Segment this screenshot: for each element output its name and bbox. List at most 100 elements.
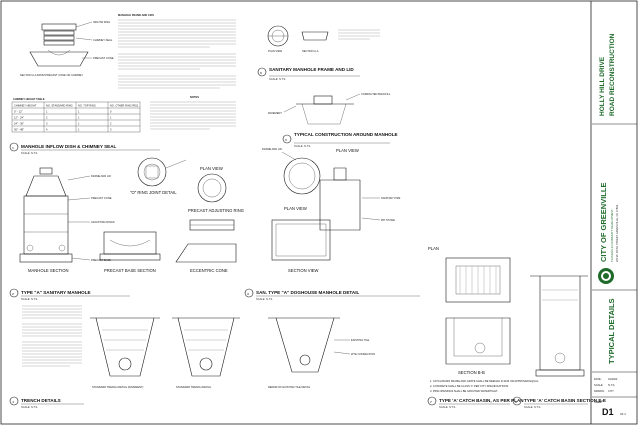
trench-pavement-label: STANDARD TRENCH DETAIL (PAVEMENT) — [92, 385, 144, 389]
detail-5-construction: PAVEMENT COMPACTED BACKFILL 5 TYPICAL CO… — [268, 92, 398, 148]
detail-7-heading: TYPE 'A' CATCH BASIN, AS PER PLAN — [439, 398, 524, 403]
notes-text-lines — [118, 19, 236, 89]
detail-4-trench: STANDARD TRENCH DETAIL (PAVEMENT) STANDA… — [9, 305, 375, 409]
trench-pavement-pipe — [118, 357, 132, 371]
svg-text:SANITARY PIPE: SANITARY PIPE — [381, 196, 401, 200]
repair-tile-label: REPAIR OF EXISTING TILE DETAIL — [268, 385, 311, 389]
svg-text:1: 1 — [12, 146, 14, 150]
detail-3-heading: SAN. TYPE "A" DOGHOUSE MANHOLE DETAIL — [256, 290, 359, 295]
sheet-label: SHEET — [594, 400, 603, 404]
detail-1-bubble — [9, 142, 19, 152]
detail-1-title: 1 MANHOLE INFLOW DISH & CHIMNEY SEAL SCA… — [9, 142, 160, 155]
detail-7-catch-basin: PLAN SECTION B-B 1. CATCH BASIN FRAME AN… — [427, 246, 539, 409]
title-fields: DATE: 01/2022 SCALE: N.T.S. DRAWN: CITY — [594, 377, 618, 393]
plan-view-a: PLAN VIEW — [200, 166, 223, 171]
trench-notes-lines — [22, 305, 82, 367]
section-bb-label: SECTION B-B — [458, 370, 485, 375]
svg-text:DRAWN:: DRAWN: — [594, 389, 605, 393]
detail-3-doghouse: PLAN VIEW SANITARY PIPE #57 STONE 3 SAN.… — [244, 148, 420, 301]
svg-text:36" - 48": 36" - 48" — [14, 128, 24, 132]
svg-text:DATE:: DATE: — [594, 377, 602, 381]
existing-tile-pipe — [299, 354, 311, 366]
svg-text:#57 STONE: #57 STONE — [381, 218, 395, 222]
svg-text:3: 3 — [46, 122, 48, 126]
cb-note-2: 2. CONCRETE SHALL BE CLASS 'C' PER CITY … — [430, 384, 509, 388]
trench-pavement-walls — [95, 317, 155, 377]
section-view-label: SECTION VIEW — [288, 268, 319, 273]
inflow-section-label: SECTION A-A FROM PRECAST CONE OR CHIMNEY — [20, 73, 83, 77]
city-address: 200 W. FIFTH STREET GREENVILLE, NC 27834 — [615, 204, 619, 262]
precast-ring-label: PRECAST ADJUSTING RING — [188, 208, 244, 213]
cb-plan-outer — [445, 257, 511, 303]
svg-text:SCALE: N.T.S.: SCALE: N.T.S. — [269, 77, 286, 81]
svg-text:PRECAST CONE: PRECAST CONE — [91, 196, 112, 200]
svg-text:4: 4 — [46, 128, 48, 132]
repair-trench-walls — [275, 317, 335, 373]
manhole-frame — [39, 167, 53, 175]
svg-text:ADJUSTING RINGS: ADJUSTING RINGS — [91, 220, 115, 224]
pipe-out — [58, 244, 66, 252]
cb-plan-label: PLAN — [428, 246, 439, 251]
svg-text:7: 7 — [430, 400, 432, 404]
sheet-total: OF 2 — [620, 412, 626, 416]
table-row: 24" - 36" 3 1 2 — [14, 122, 112, 126]
table-row: 0" - 12" 1 1 0 — [14, 110, 112, 114]
svg-text:2: 2 — [110, 122, 112, 126]
svg-text:1: 1 — [110, 116, 112, 120]
o-ring-label: "O" RING JOINT DETAIL — [130, 190, 177, 195]
callout-precast-cone: PRECAST CONE — [93, 56, 114, 60]
table-row: 36" - 48" 4 1 3 — [14, 128, 112, 132]
adjusting-ring-1 — [43, 30, 75, 36]
frame-plan-label: PLAN VIEW — [268, 49, 283, 53]
detail-8-catch-basin-section: 8 TYPE 'A' CATCH BASIN SECTION E-E SCALE… — [512, 275, 606, 409]
section-view-box — [271, 219, 331, 261]
table-row: 12" - 24" 2 1 1 — [14, 116, 112, 120]
detail-1-inflow-dish: INFLOW DISH CHIMNEY SEAL PRECAST CONE SE… — [20, 20, 114, 77]
o-ring-circle — [137, 157, 167, 187]
svg-text:1: 1 — [78, 122, 80, 126]
detail-4-heading: TRENCH DETAILS — [21, 398, 61, 403]
chimney-table-title: CHIMNEY HEIGHT TABLE — [13, 97, 45, 101]
trench-std-label: STANDARD TRENCH DETAIL — [176, 385, 212, 389]
svg-text:24" - 36": 24" - 36" — [14, 122, 24, 126]
svg-text:CHIMNEY HEIGHT: CHIMNEY HEIGHT — [14, 104, 37, 108]
svg-text:FRAME AND LID: FRAME AND LID — [91, 174, 111, 178]
pipe-in — [26, 244, 34, 252]
svg-text:0: 0 — [110, 110, 112, 114]
svg-text:4: 4 — [12, 400, 14, 404]
plan-view-b: PLAN VIEW — [284, 206, 307, 211]
eccentric-cone — [175, 243, 237, 263]
svg-text:5: 5 — [285, 138, 287, 142]
city-block: CITY OF GREENVILLE PLANNING & COMMUNITY … — [598, 183, 619, 284]
svg-text:N.T.S.: N.T.S. — [608, 383, 615, 387]
svg-text:0" - 12": 0" - 12" — [14, 110, 23, 114]
svg-text:1: 1 — [46, 110, 48, 114]
cb-note-1: 1. CATCH BASIN FRAME AND GRATE SHALL BE … — [430, 379, 539, 383]
svg-text:2: 2 — [46, 116, 48, 120]
cb-note-3: 3. PIPE OPENINGS SHALL BE GROUTED WATERT… — [430, 389, 498, 393]
city-name: CITY OF GREENVILLE — [599, 183, 608, 262]
sheet-number: D1 — [602, 407, 614, 417]
svg-text:NO. STANDARD RING: NO. STANDARD RING — [46, 104, 73, 108]
svg-text:NO. OTHER RING REQ.: NO. OTHER RING REQ. — [110, 104, 139, 108]
project-title: HOLLY HILL DRIVE ROAD RECONSTRUCTION — [599, 33, 616, 116]
svg-text:NO. TOP RING: NO. TOP RING — [78, 104, 96, 108]
svg-text:SCALE: N.T.S.: SCALE: N.T.S. — [21, 297, 38, 301]
trench-std-walls — [177, 317, 235, 377]
svg-text:SCALE:: SCALE: — [594, 383, 604, 387]
svg-text:COMPACTED BACKFILL: COMPACTED BACKFILL — [361, 92, 391, 96]
svg-text:SCALE: N.T.S.: SCALE: N.T.S. — [294, 144, 311, 148]
detail-5-heading: TYPICAL CONSTRUCTION AROUND MANHOLE — [294, 132, 398, 137]
svg-text:1: 1 — [78, 116, 80, 120]
project-name-line1: HOLLY HILL DRIVE — [599, 56, 606, 116]
chimney-height-table: CHIMNEY HEIGHT TABLE CHIMNEY HEIGHT NO. … — [11, 97, 141, 133]
svg-text:EXISTING TILE: EXISTING TILE — [351, 338, 370, 342]
svg-text:SCALE: N.T.S.: SCALE: N.T.S. — [439, 405, 456, 409]
manhole-section-label: MANHOLE SECTION — [28, 268, 69, 273]
svg-text:WYE CONNECTION: WYE CONNECTION — [351, 352, 375, 356]
svg-text:PAVEMENT: PAVEMENT — [268, 111, 282, 115]
manhole-frame-notes-title: MANHOLE FRAME AND LIDS — [118, 13, 154, 17]
svg-text:SCALE: N.T.S.: SCALE: N.T.S. — [256, 297, 273, 301]
